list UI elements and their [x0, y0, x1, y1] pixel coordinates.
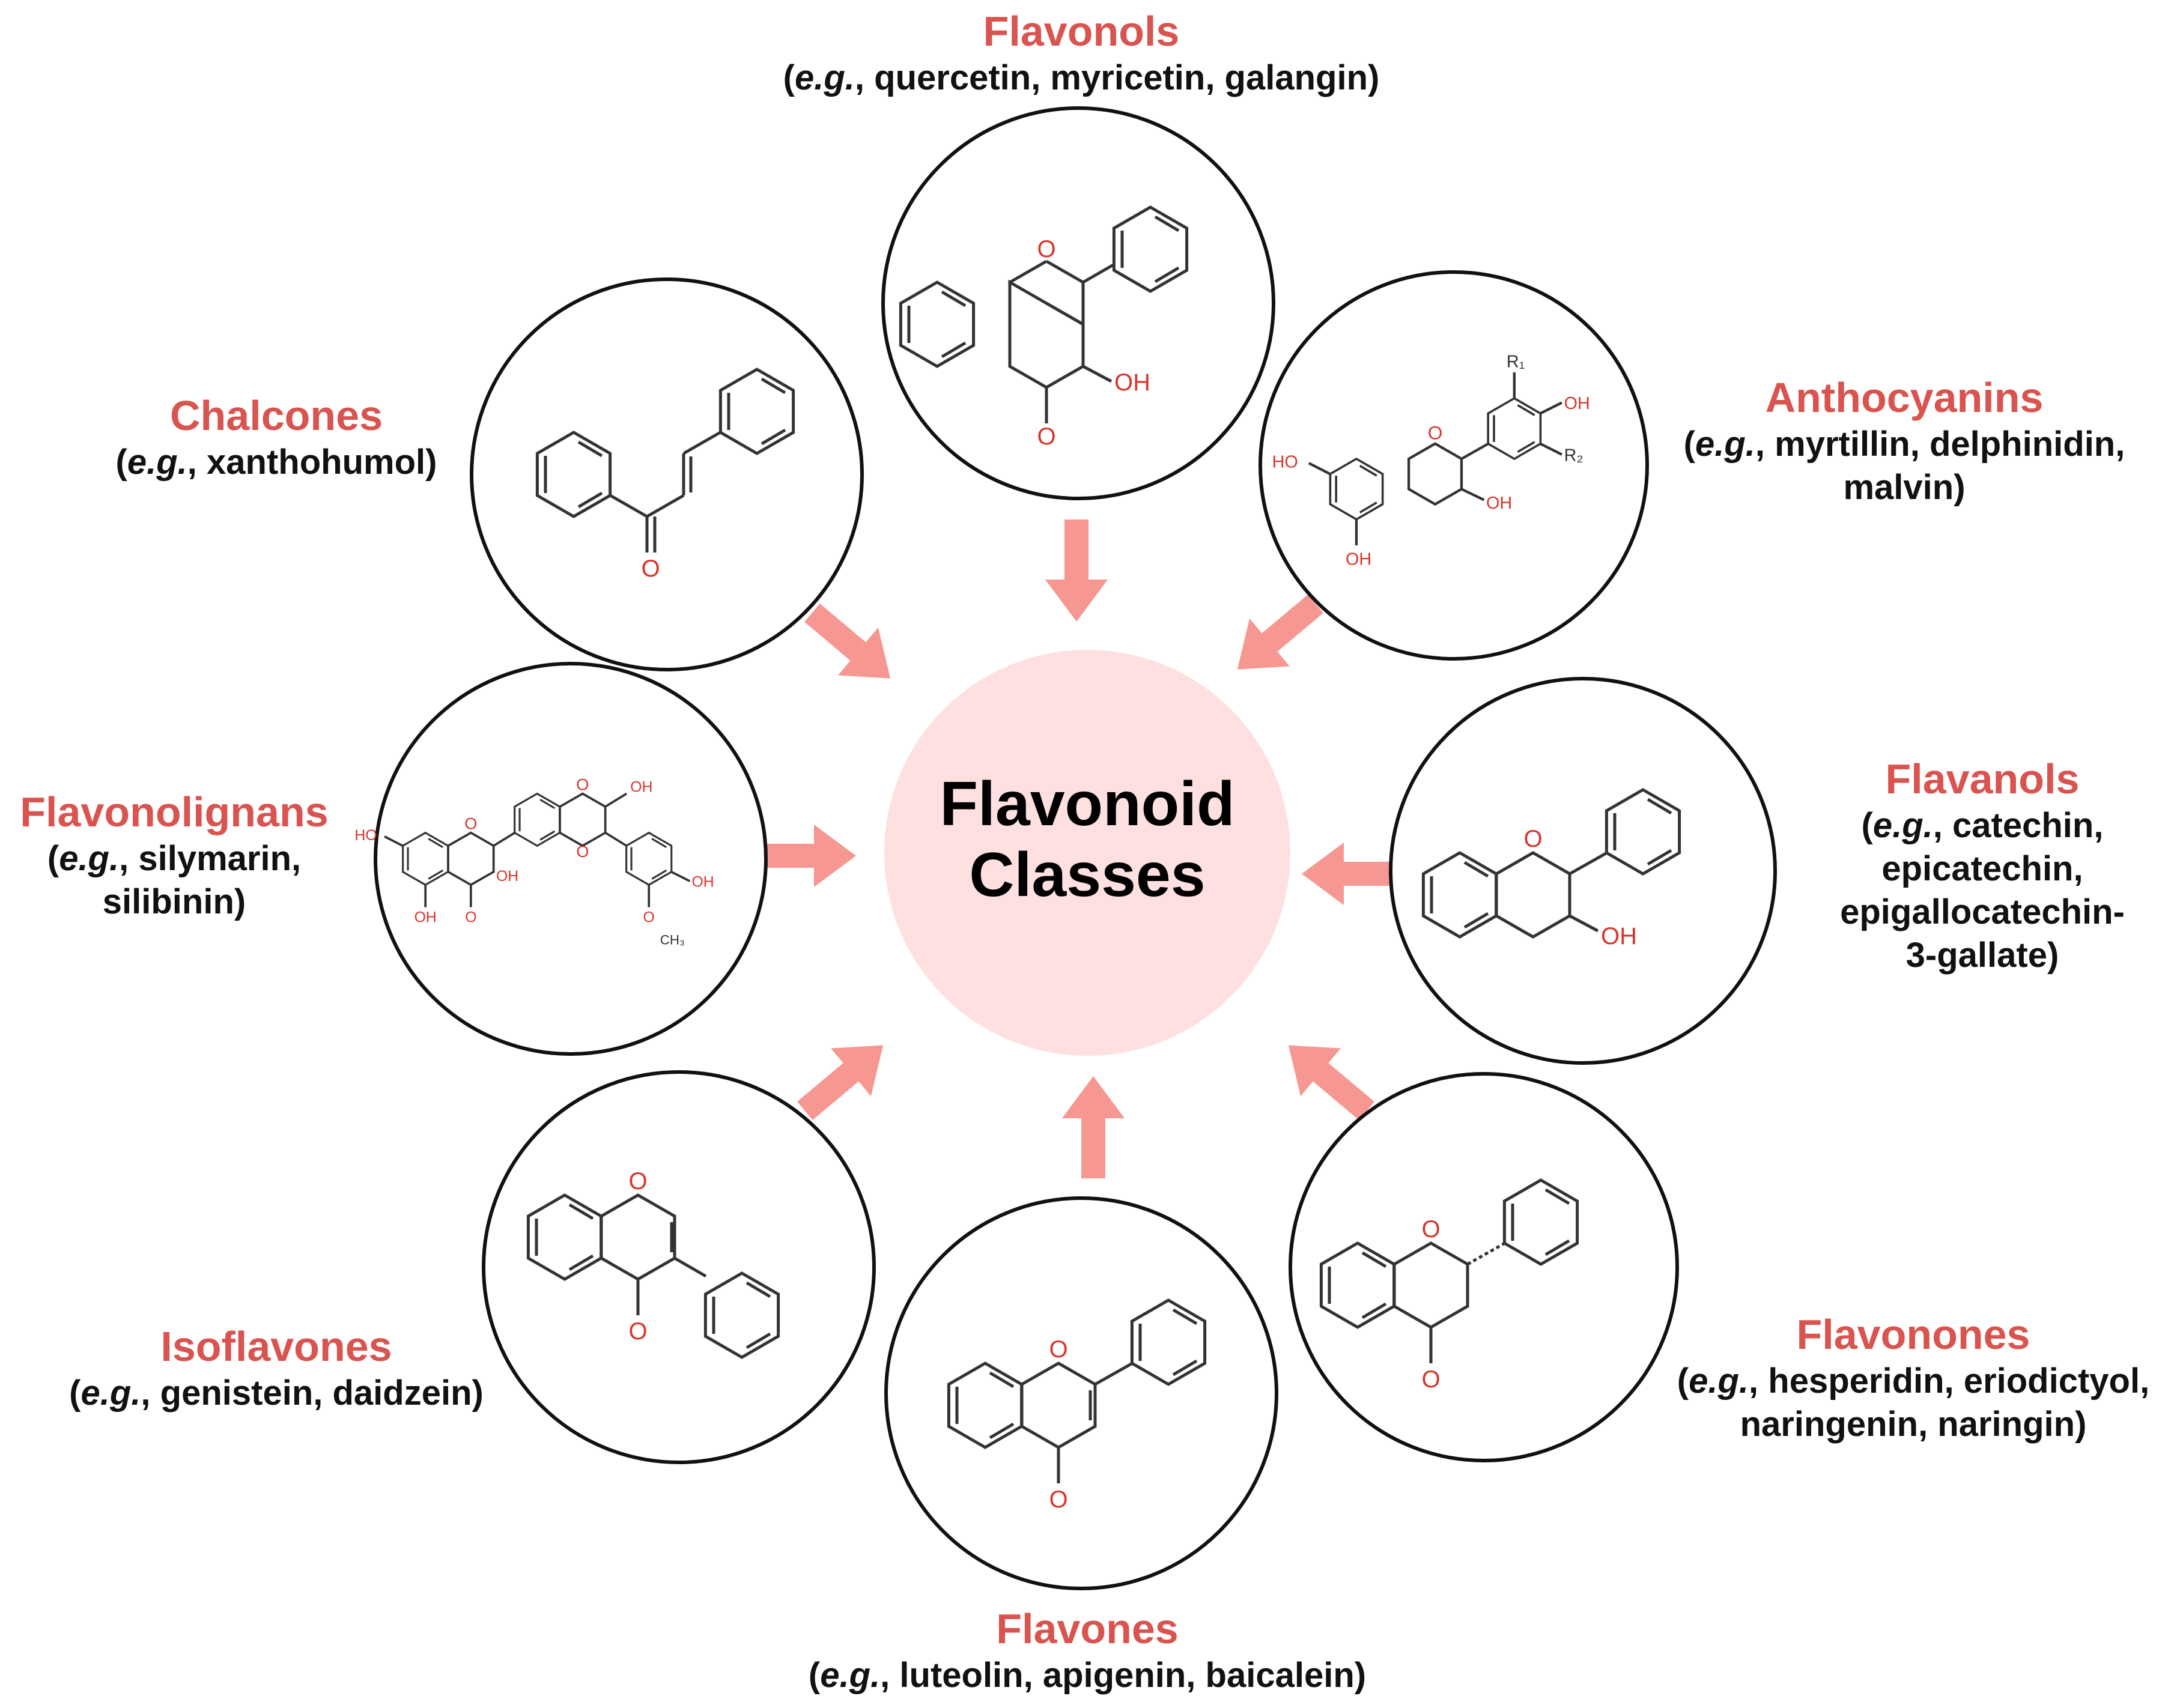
- class-examples: (e.g., genistein, daidzein): [69, 1373, 484, 1413]
- label-anthocyanins: Anthocyanins (e.g., myrtillin, delphinid…: [1646, 372, 2163, 509]
- center-line2: Classes: [969, 840, 1206, 910]
- class-name: Flavonones: [1796, 1311, 2030, 1358]
- class-name: Flavonols: [983, 8, 1180, 55]
- eg-prefix: e.g.: [127, 443, 187, 482]
- examples-line: , luteolin, apigenin, baicalein): [880, 1656, 1367, 1695]
- label-flavonones: Flavonones (e.g., hesperidin, eriodictyo…: [1658, 1309, 2169, 1446]
- node-flavones: O O: [884, 1196, 1278, 1590]
- atom-oh: OH: [692, 874, 714, 891]
- atom-oh: OH: [1114, 369, 1150, 396]
- atom-r2: R₂: [1564, 446, 1583, 465]
- atom-o: O: [1523, 826, 1542, 852]
- class-examples: epicatechin,: [1881, 849, 2083, 888]
- atom-o: O: [576, 775, 589, 793]
- atom-oh: OH: [1486, 494, 1512, 513]
- atom-oh: OH: [1346, 550, 1371, 569]
- node-chalcones: O: [470, 277, 864, 671]
- arrow-anthocyanins: [1237, 595, 1323, 670]
- node-isoflavones: O O: [482, 1070, 876, 1464]
- node-flavonones: O O: [1289, 1072, 1679, 1462]
- eg-prefix: e.g.: [1695, 425, 1755, 464]
- arrow-flavones: [1062, 1076, 1125, 1178]
- node-flavonols: O OH O: [881, 106, 1275, 500]
- class-examples: (e.g., xanthohumol): [115, 443, 437, 482]
- center-line1: Flavonoid: [940, 769, 1235, 839]
- arrow-flavonolignans: [754, 825, 856, 887]
- eg-prefix: e.g.: [80, 1373, 141, 1413]
- eg-prefix: e.g.: [1872, 806, 1933, 845]
- atom-oh: OH: [1601, 923, 1637, 949]
- class-examples: silibinin): [102, 882, 246, 921]
- arrow-chalcones: [804, 604, 891, 679]
- label-flavonols: Flavonols (e.g., quercetin, myricetin, g…: [709, 6, 1454, 100]
- arrow-flavonones: [1288, 1045, 1374, 1120]
- label-flavones: Flavones (e.g., luteolin, apigenin, baic…: [739, 1604, 1436, 1697]
- arrow-flavanols: [1302, 843, 1404, 905]
- class-examples: epigallocatechin-: [1840, 892, 2125, 931]
- node-flavanols: O OH: [1389, 677, 1777, 1065]
- class-examples: (e.g., myrtillin, delphinidin,: [1683, 425, 2125, 464]
- class-examples: naringenin, naringin): [1740, 1405, 2087, 1444]
- examples-line: , myrtillin, delphinidin,: [1755, 425, 2125, 464]
- label-chalcones: Chalcones (e.g., xanthohumol): [90, 390, 463, 484]
- label-isoflavones: Isoflavones (e.g., genistein, daidzein): [36, 1321, 517, 1415]
- examples-line: , quercetin, myricetin, galangin): [854, 58, 1380, 97]
- node-anthocyanins: O HO OH OH OH R₁ R₂: [1259, 270, 1649, 661]
- class-name: Flavones: [996, 1605, 1179, 1652]
- class-examples: malvin): [1843, 468, 1966, 507]
- class-name: Isoflavones: [160, 1323, 392, 1370]
- arrow-isoflavones: [797, 1045, 884, 1120]
- class-examples: (e.g., luteolin, apigenin, baicalein): [808, 1656, 1367, 1695]
- examples-line: , catechin,: [1933, 806, 2104, 845]
- atom-o: O: [1428, 422, 1443, 444]
- class-name: Anthocyanins: [1765, 374, 2044, 421]
- label-flavonolignans: Flavonolignans (e.g., silymarin, silibin…: [6, 787, 342, 924]
- examples-line: , xanthohumol): [187, 443, 437, 482]
- examples-line: , silymarin,: [119, 839, 302, 878]
- center-label: Flavonoid Classes: [877, 769, 1298, 910]
- atom-o: O: [464, 814, 477, 832]
- atom-oh: OH: [630, 779, 652, 795]
- atom-o: O: [1421, 1366, 1440, 1393]
- atom-o: O: [1037, 423, 1055, 450]
- class-name: Chalcones: [170, 392, 383, 439]
- class-examples: (e.g., hesperidin, eriodictyol,: [1677, 1361, 2150, 1401]
- eg-prefix: e.g.: [820, 1656, 881, 1695]
- atom-ho: HO: [1272, 452, 1298, 471]
- atom-o: O: [1049, 1336, 1067, 1363]
- atom-ch3: CH₃: [660, 933, 685, 948]
- class-examples: (e.g., catechin,: [1861, 806, 2104, 845]
- atom-o: O: [576, 842, 589, 861]
- class-examples: (e.g., silymarin,: [47, 839, 302, 878]
- atom-o: O: [1037, 236, 1055, 262]
- atom-o: O: [628, 1318, 647, 1345]
- atom-r1: R₁: [1507, 352, 1525, 371]
- atom-oh: OH: [496, 868, 518, 885]
- examples-line: , genistein, daidzein): [141, 1373, 484, 1413]
- class-name: Flavanols: [1885, 756, 2080, 802]
- atom-o: O: [1049, 1486, 1067, 1513]
- eg-prefix: e.g.: [59, 839, 120, 878]
- class-name: Flavonolignans: [20, 789, 329, 835]
- atom-o: O: [465, 909, 476, 925]
- atom-ho: HO: [354, 828, 377, 844]
- atom-o: O: [641, 556, 660, 582]
- atom-o: O: [1421, 1216, 1440, 1243]
- atom-o: O: [628, 1168, 647, 1195]
- eg-prefix: e.g.: [795, 58, 855, 97]
- class-examples: (e.g., quercetin, myricetin, galangin): [783, 58, 1380, 97]
- eg-prefix: e.g.: [1689, 1361, 1749, 1401]
- center-circle: [884, 650, 1290, 1056]
- atom-o: O: [643, 909, 655, 925]
- class-examples: 3-gallate): [1905, 936, 2059, 975]
- node-flavonolignans: O O O HO O OH OH OH OH O CH₃: [354, 662, 768, 1056]
- arrow-flavonols: [1045, 519, 1108, 622]
- atom-oh: OH: [1564, 394, 1590, 413]
- label-flavanols: Flavanols (e.g., catechin, epicatechin, …: [1814, 754, 2151, 977]
- atom-oh: OH: [414, 909, 437, 925]
- examples-line: , hesperidin, eriodictyol,: [1749, 1361, 2150, 1401]
